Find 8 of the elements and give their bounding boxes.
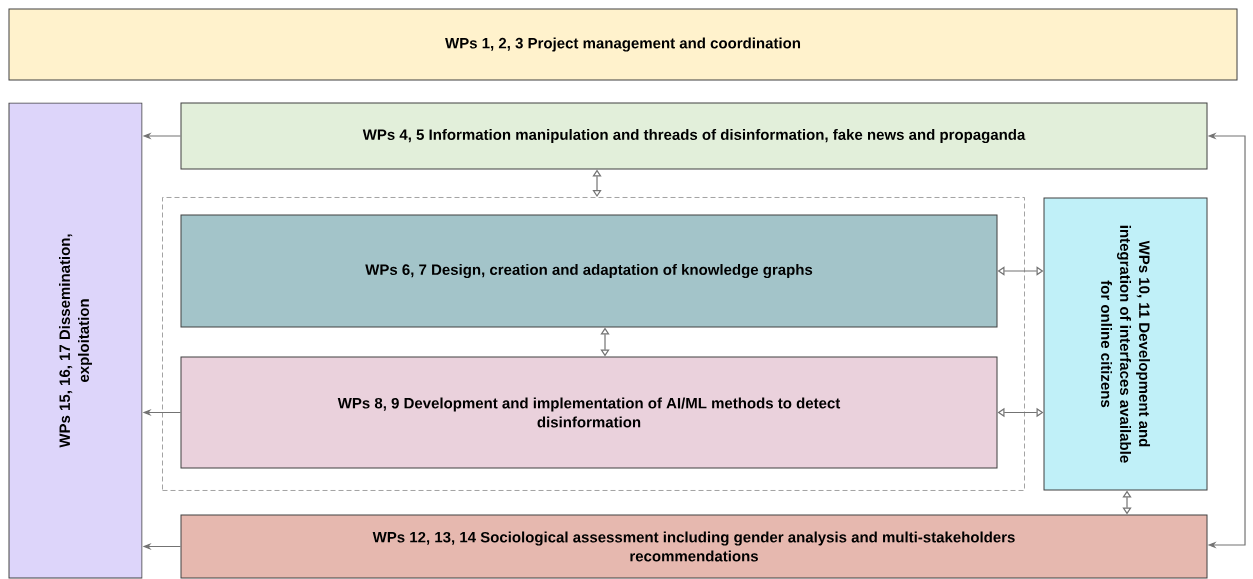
dashed-group-box xyxy=(162,197,1025,491)
process-box: WPs 12, 13, 14 Sociological assessment including gender analysis and multi-stakeholders recommendations xyxy=(180,514,1208,579)
process-box: WPs 6, 7 Design, creation and adaptation of knowledge graphs xyxy=(180,214,998,328)
process-box: WPs 8, 9 Development and implementation of AI/ML methods to detect disinformation xyxy=(180,356,998,469)
process-box: WPs 10, 11 Development and integration of interfaces available for online citizens xyxy=(1043,197,1208,491)
process-box: WPs 4, 5 Information manipulation and threads of disinformation, fake news and propaganda xyxy=(180,102,1208,170)
process-box: WPs 1, 2, 3 Project management and coordination xyxy=(8,8,1238,81)
process-box: WPs 15, 16, 17 Dissemination, exploitation xyxy=(8,102,143,579)
